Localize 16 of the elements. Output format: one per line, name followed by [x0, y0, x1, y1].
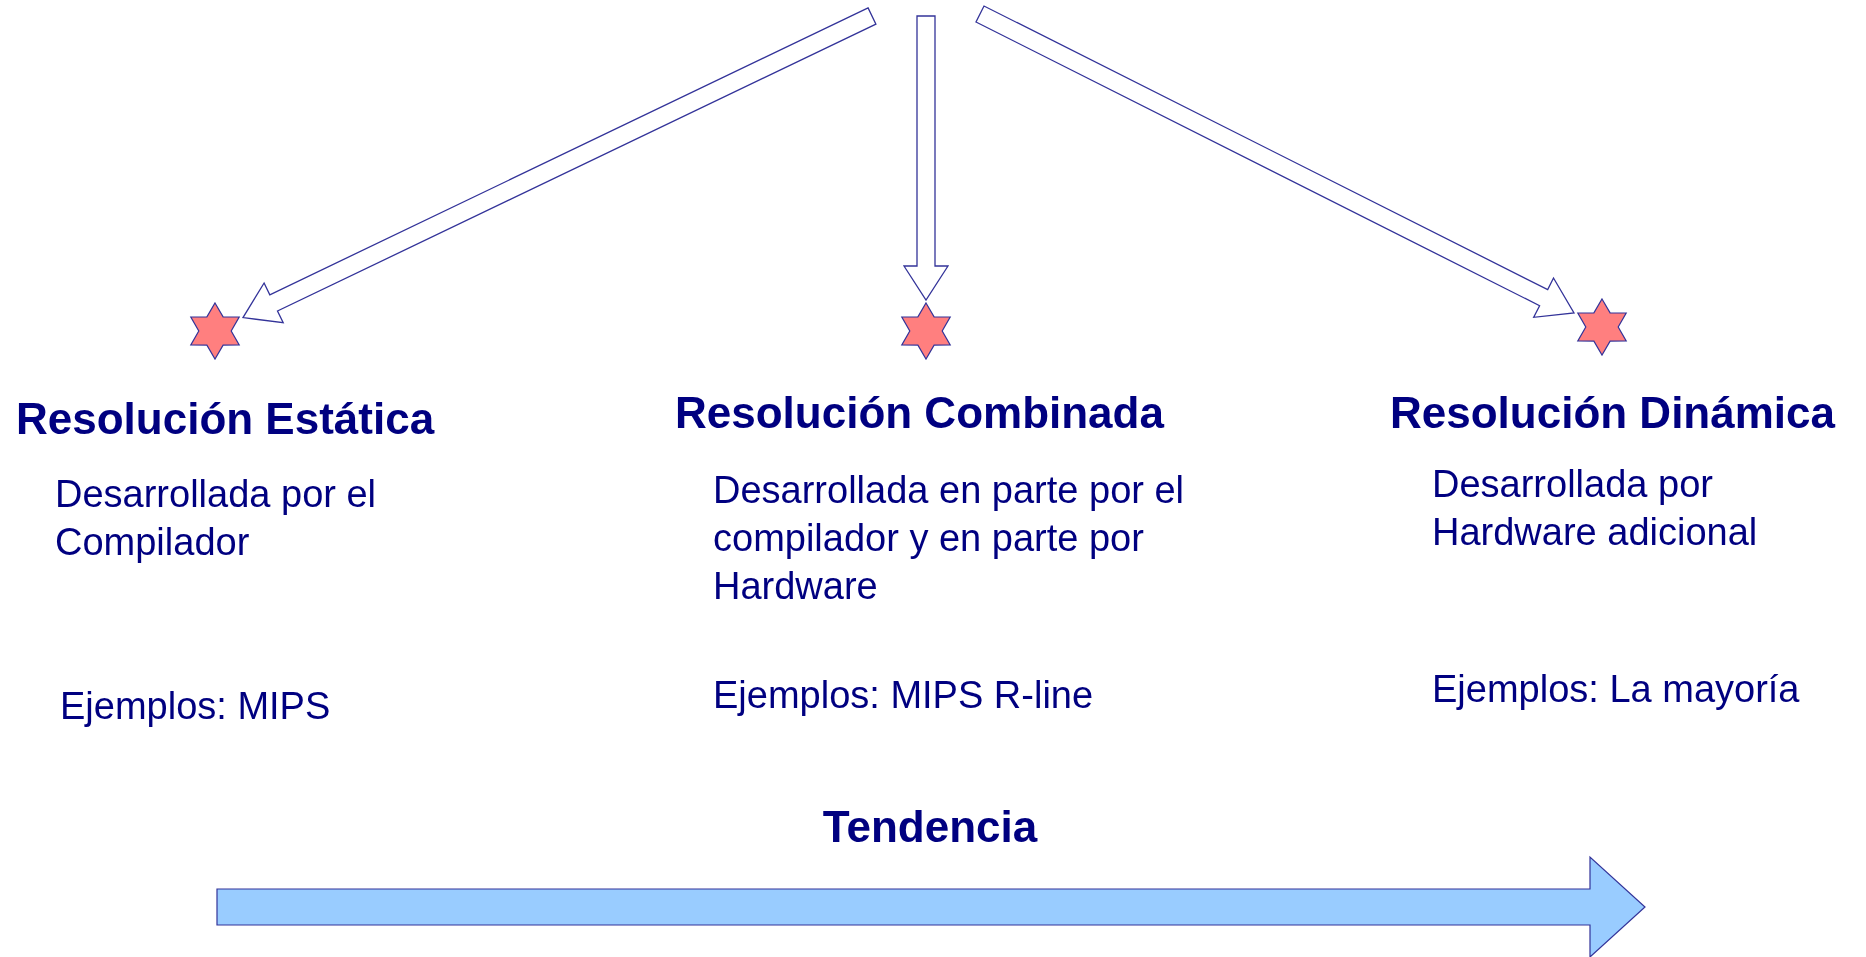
trend-label: Tendencia [822, 803, 1038, 851]
star-shape [1574, 296, 1630, 358]
example-text: Ejemplos: La mayoría [1432, 667, 1800, 712]
hollow-arrow [975, 5, 1576, 319]
heading: Resolución Dinámica [1390, 389, 1835, 437]
heading: Resolución Combinada [675, 389, 1164, 437]
description-text: Desarrollada en parte por el compilador y en parte por Hardware [713, 468, 1186, 609]
heading: Resolución Estática [16, 395, 435, 443]
hollow-arrow [241, 7, 877, 324]
description-text: Desarrollada por Hardware adicional [1432, 462, 1759, 555]
hollow-arrow [902, 15, 950, 302]
example-text: Ejemplos: MIPS [60, 684, 331, 729]
star-shape [187, 300, 243, 362]
star-shape [898, 300, 954, 362]
description-text: Desarrollada por el Compilador [55, 472, 378, 565]
example-text: Ejemplos: MIPS R-line [713, 673, 1094, 718]
